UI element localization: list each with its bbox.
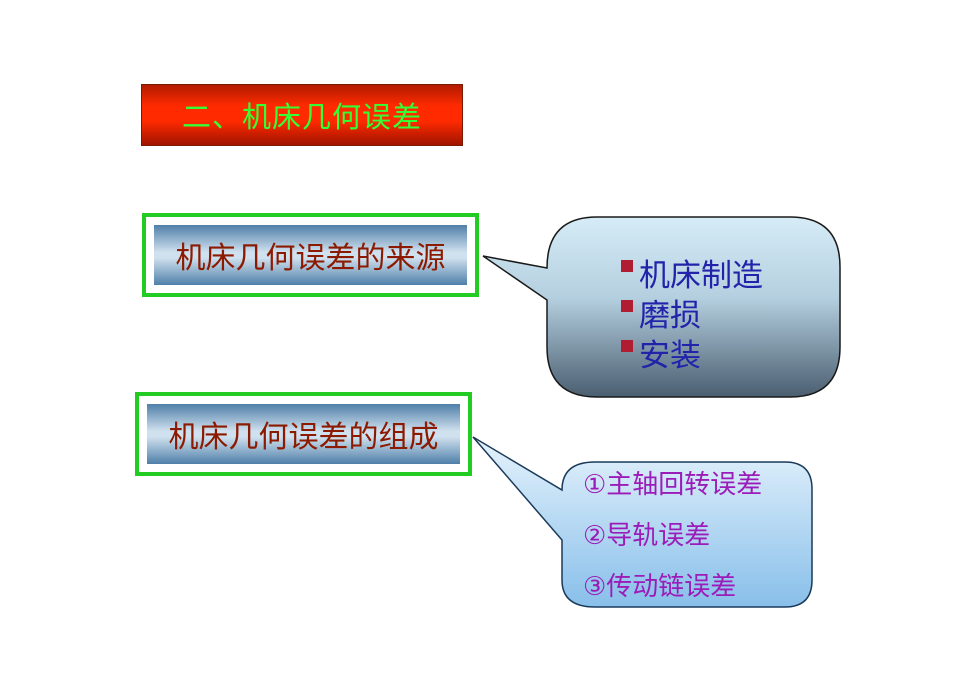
- source-label-box: 机床几何误差的来源: [142, 213, 479, 297]
- source-label: 机床几何误差的来源: [175, 241, 446, 276]
- source-item-text: 安装: [639, 337, 701, 374]
- composition-label-box: 机床几何误差的组成: [135, 392, 472, 476]
- square-bullet-icon: [621, 340, 633, 352]
- composition-list: ①主轴回转误差 ②导轨误差 ③传动链误差: [583, 460, 762, 613]
- list-item: 安装: [621, 332, 763, 374]
- composition-label: 机床几何误差的组成: [168, 420, 439, 455]
- composition-item: ③传动链误差: [583, 572, 737, 602]
- list-item: 磨损: [621, 292, 763, 334]
- square-bullet-icon: [621, 300, 633, 312]
- composition-label-inner: 机床几何误差的组成: [139, 396, 468, 472]
- composition-callout: [472, 436, 813, 608]
- source-list: 机床制造 磨损 安装: [621, 252, 763, 374]
- composition-item: ②导轨误差: [583, 521, 711, 551]
- page-title: 二、机床几何误差: [181, 100, 422, 134]
- title-box: 二、机床几何误差: [141, 84, 463, 146]
- source-callout: [482, 216, 841, 398]
- list-item: 机床制造: [621, 252, 763, 294]
- square-bullet-icon: [621, 260, 633, 272]
- source-item-text: 机床制造: [639, 257, 763, 294]
- source-item-text: 磨损: [639, 297, 701, 334]
- composition-item: ①主轴回转误差: [583, 470, 763, 500]
- source-label-inner: 机床几何误差的来源: [146, 217, 475, 293]
